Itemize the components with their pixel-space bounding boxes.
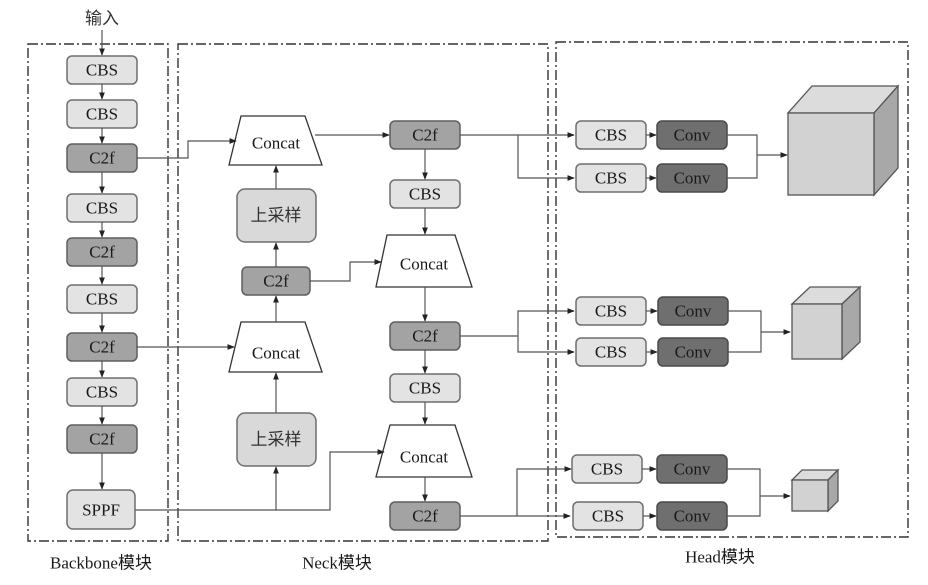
backbone-node-7-label: CBS — [86, 383, 118, 402]
svg-text:C2f: C2f — [263, 272, 289, 291]
svg-text:Concat: Concat — [400, 255, 448, 274]
backbone-node-9-label: SPPF — [82, 501, 120, 520]
svg-text:Concat: Concat — [252, 344, 300, 363]
svg-text:Conv: Conv — [674, 169, 711, 188]
head-section: CBS Conv CBS Conv CBS Conv CBS Conv CBS … — [460, 120, 791, 531]
neck-left-column: Concat 上采样 C2f Concat 上采样 — [228, 115, 323, 467]
backbone-node-6-label: C2f — [89, 338, 115, 357]
medium-output-cube — [790, 285, 862, 361]
svg-text:Conv: Conv — [674, 507, 711, 526]
backbone-node-5-label: CBS — [86, 290, 118, 309]
concat-mid-right — [375, 234, 473, 288]
svg-text:CBS: CBS — [595, 343, 627, 362]
neck-right-column: C2f CBS Concat C2f CBS Concat C2f — [375, 120, 473, 531]
concat-bottom-right — [375, 424, 473, 478]
concat-mid-left — [228, 321, 323, 373]
svg-text:Concat: Concat — [252, 134, 300, 153]
backbone-node-0-label: CBS — [86, 61, 118, 80]
large-output-cube — [786, 84, 900, 197]
svg-text:Conv: Conv — [675, 302, 712, 321]
svg-text:CBS: CBS — [409, 185, 441, 204]
svg-text:Conv: Conv — [675, 343, 712, 362]
svg-text:C2f: C2f — [412, 507, 438, 526]
svg-text:Concat: Concat — [400, 448, 448, 467]
svg-text:CBS: CBS — [409, 379, 441, 398]
head-frame — [555, 41, 909, 538]
backbone-node-3-label: CBS — [86, 199, 118, 218]
backbone-node-1-label: CBS — [86, 105, 118, 124]
backbone-node-4-label: C2f — [89, 243, 115, 262]
connections — [135, 132, 390, 511]
neck-section-label: Neck模块 — [302, 554, 372, 573]
svg-text:上采样: 上采样 — [251, 430, 302, 450]
svg-text:CBS: CBS — [595, 302, 627, 321]
backbone-section-label: Backbone模块 — [50, 554, 152, 573]
backbone-frame — [27, 43, 169, 542]
svg-text:Conv: Conv — [674, 126, 711, 145]
concat-top-left — [228, 115, 323, 166]
svg-text:CBS: CBS — [595, 126, 627, 145]
svg-text:上采样: 上采样 — [251, 206, 302, 226]
svg-text:C2f: C2f — [412, 126, 438, 145]
svg-text:CBS: CBS — [592, 507, 624, 526]
input-label: 输入 — [85, 9, 119, 29]
svg-text:C2f: C2f — [412, 327, 438, 346]
svg-text:CBS: CBS — [595, 169, 627, 188]
backbone-node-2-label: C2f — [89, 149, 115, 168]
backbone-column: CBS CBS C2f CBS C2f CBS C2f CBS C2f SPPF — [66, 55, 138, 530]
small-output-cube — [790, 468, 840, 513]
svg-text:CBS: CBS — [591, 460, 623, 479]
backbone-node-8-label: C2f — [89, 430, 115, 449]
neck-frame — [177, 43, 549, 542]
head-section-label: Head模块 — [685, 548, 755, 567]
svg-text:Conv: Conv — [674, 460, 711, 479]
